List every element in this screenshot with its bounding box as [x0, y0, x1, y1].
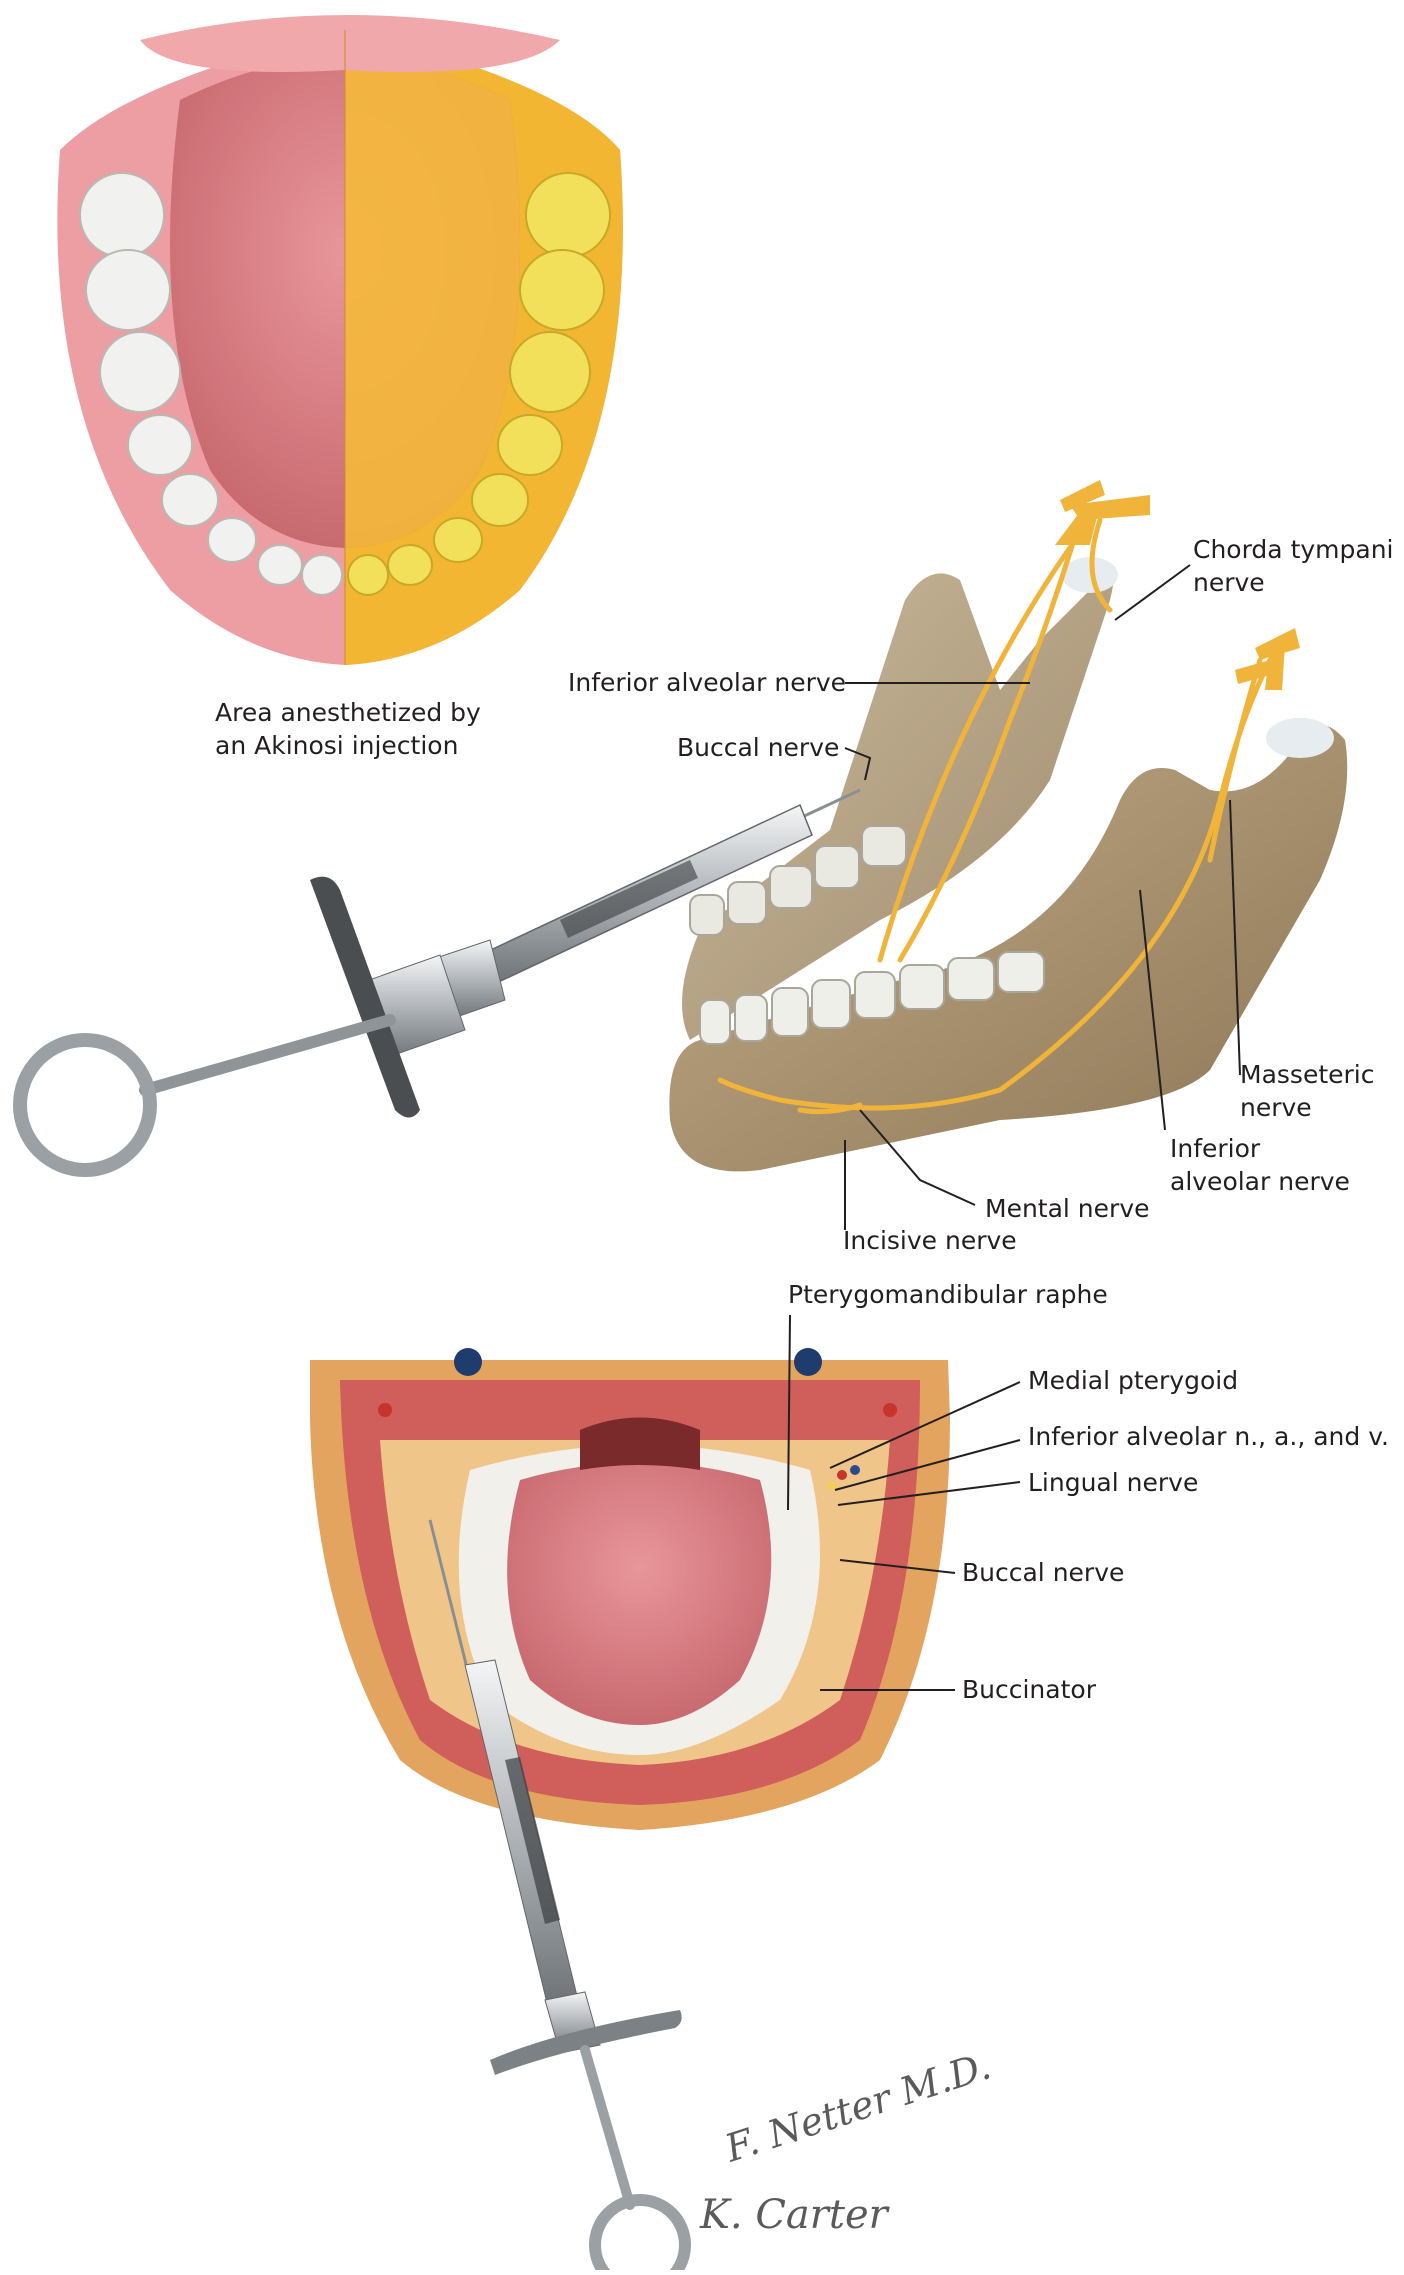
- label-chorda-tympani-nerve: Chorda tympani nerve: [1193, 535, 1394, 597]
- label-medial-pterygoid: Medial pterygoid: [1028, 1366, 1239, 1395]
- nerves: [717, 517, 1273, 1115]
- label-lingual-nerve: Lingual nerve: [1028, 1468, 1199, 1497]
- syringe-middle: [13, 788, 861, 1177]
- teeth-right: [347, 172, 611, 596]
- label-buccal-nerve-bottom: Buccal nerve: [962, 1558, 1125, 1587]
- label-inferior-alveolar-nerve-right: Inferior alveolar nerve: [1170, 1134, 1350, 1196]
- cross-section-illustration: [310, 1348, 950, 1830]
- teeth-left: [79, 172, 343, 596]
- mandible-illustration: [669, 480, 1348, 1172]
- tongue-section: [507, 1462, 772, 1725]
- syringe-bottom: [428, 1519, 691, 2275]
- caption-area-anesthetized: Area anesthetized by an Akinosi injectio…: [215, 698, 481, 760]
- label-buccal-nerve-top: Buccal nerve: [677, 733, 840, 762]
- label-incisive-nerve: Incisive nerve: [843, 1226, 1017, 1255]
- label-buccinator: Buccinator: [962, 1675, 1096, 1704]
- signature-carter: K. Carter: [700, 2192, 888, 2238]
- label-masseteric-nerve: Masseteric nerve: [1240, 1060, 1375, 1122]
- leader-lines: [787, 564, 1241, 1691]
- oral-cavity-top-view: [57, 15, 623, 665]
- label-mental-nerve: Mental nerve: [985, 1194, 1150, 1223]
- label-inferior-alveolar-nerve-top: Inferior alveolar nerve: [568, 668, 847, 697]
- label-pterygomandibular-raphe: Pterygomandibular raphe: [788, 1280, 1108, 1309]
- label-inferior-alveolar-n-a-v: Inferior alveolar n., a., and v.: [1028, 1422, 1389, 1451]
